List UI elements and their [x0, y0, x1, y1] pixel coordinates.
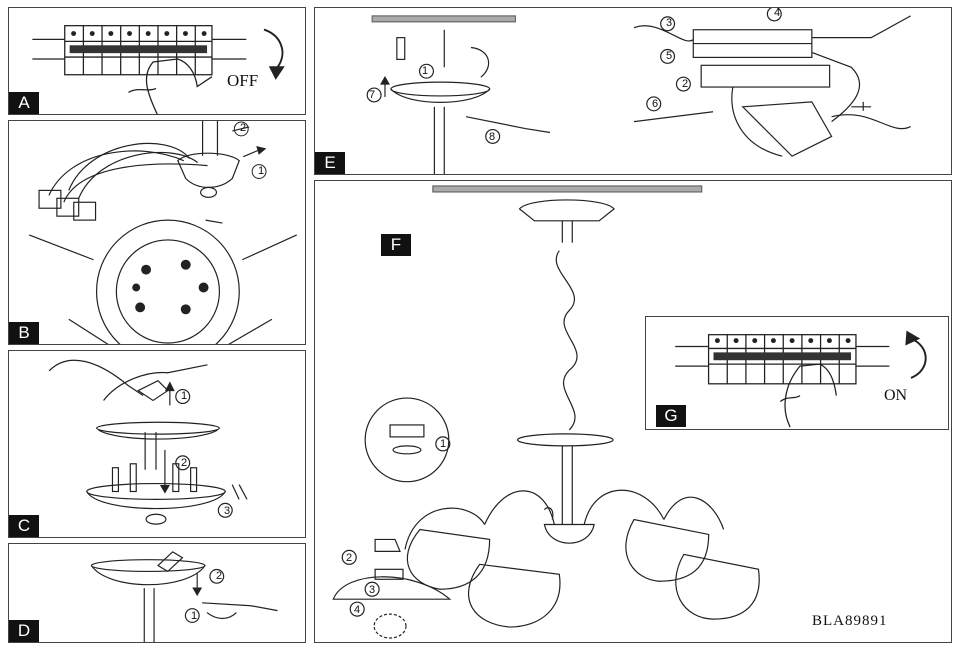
step-6-label: 6 — [652, 98, 659, 110]
step-2-label: 2 — [240, 122, 247, 134]
step-4-label: 4 — [774, 7, 781, 19]
panel-label-a: A — [9, 92, 39, 114]
panel-label-e: E — [315, 152, 345, 174]
panel-a: A OFF — [8, 7, 306, 115]
panel-c: 1 2 3 C — [8, 350, 306, 538]
ceiling-wiring-illustration — [366, 8, 911, 174]
step-1-label: 1 — [440, 438, 447, 450]
step-3-label: 3 — [369, 584, 376, 596]
panel-label-d: D — [9, 620, 39, 642]
step-2-label: 2 — [346, 552, 353, 564]
step-1-label: 1 — [422, 65, 429, 77]
panel-d: 2 1 D — [8, 543, 306, 643]
step-5-label: 5 — [666, 50, 673, 62]
step-8-label: 8 — [489, 131, 496, 143]
on-caption: ON — [884, 387, 908, 404]
panel-e: 7 1 8 3 4 5 2 6 E — [314, 7, 952, 175]
step-2-label: 2 — [181, 457, 188, 469]
chandelier-assembly-illustration — [332, 185, 760, 639]
step-2-label: 2 — [216, 570, 223, 582]
canopy-screw-illustration — [90, 551, 278, 642]
panel-label-b: B — [9, 322, 39, 344]
panel-label-c: C — [9, 515, 39, 537]
circuit-breaker-off-illustration — [32, 25, 285, 114]
step-3-label: 3 — [666, 17, 673, 29]
model-code: BLA89891 — [812, 613, 888, 629]
off-caption: OFF — [227, 71, 259, 90]
step-7-label: 7 — [369, 89, 376, 101]
step-4-label: 4 — [354, 604, 361, 616]
circuit-breaker-on-illustration — [675, 330, 927, 428]
step-1-label: 1 — [181, 390, 188, 402]
canopy-assembly-illustration — [48, 359, 248, 525]
step-2-label: 2 — [682, 78, 689, 90]
step-3-label: 3 — [224, 505, 231, 517]
step-1-label: 1 — [191, 610, 198, 622]
step-1-label: 1 — [258, 165, 265, 177]
panel-g: G ON — [645, 316, 949, 430]
wiring-illustration — [28, 121, 297, 344]
panel-label-g: G — [656, 405, 686, 427]
panel-label-f: F — [381, 234, 411, 256]
panel-b: 1 2 B — [8, 120, 306, 345]
